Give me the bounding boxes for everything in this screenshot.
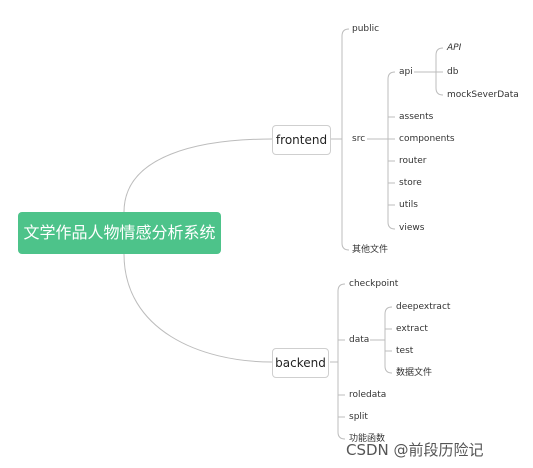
assents-node[interactable]: assents (399, 112, 434, 122)
data-node[interactable]: data (349, 335, 370, 345)
connector-data-children (370, 306, 393, 374)
checkpoint-node[interactable]: checkpoint (349, 279, 399, 289)
test-node[interactable]: test (396, 346, 414, 356)
src-node[interactable]: src (352, 134, 366, 144)
views-node[interactable]: views (399, 223, 425, 233)
router-node[interactable]: router (399, 156, 427, 166)
deepextract-node[interactable]: deepextract (396, 302, 451, 312)
connector-src-children (367, 71, 396, 230)
data-files-node[interactable]: 数据文件 (396, 368, 433, 378)
api-upper-node[interactable]: API (447, 43, 462, 53)
extract-node[interactable]: extract (396, 324, 428, 334)
connector-root-backend (123, 253, 273, 363)
csdn-watermark: CSDN @前段历险记 (346, 441, 484, 459)
public-node[interactable]: public (352, 24, 380, 34)
connector-root-frontend (123, 138, 273, 213)
store-node[interactable]: store (399, 178, 422, 188)
mock-sever-data-node[interactable]: mockSeverData (447, 90, 519, 100)
connector-api-children (414, 47, 444, 96)
components-node[interactable]: components (399, 134, 455, 144)
roledata-node[interactable]: roledata (349, 390, 387, 400)
split-node[interactable]: split (349, 412, 368, 422)
utils-node[interactable]: utils (399, 200, 418, 210)
api-node[interactable]: api (399, 67, 413, 77)
connector-backend-children (330, 283, 346, 440)
root-node[interactable]: 文学作品人物情感分析系统 (18, 212, 221, 254)
frontend-node[interactable]: frontend (272, 125, 331, 155)
functions-node[interactable]: 功能函数 (349, 434, 386, 444)
other-files-node[interactable]: 其他文件 (352, 245, 389, 255)
connector-frontend-children (330, 28, 350, 251)
backend-node[interactable]: backend (272, 348, 329, 378)
db-node[interactable]: db (447, 67, 459, 77)
